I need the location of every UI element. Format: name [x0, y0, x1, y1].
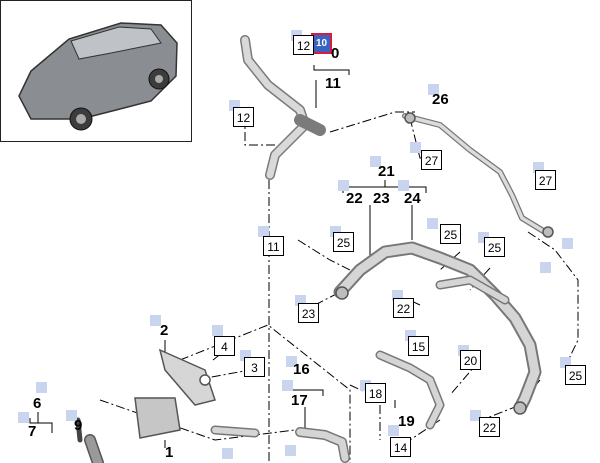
marker — [36, 382, 47, 393]
callout-number-9[interactable]: 9 — [74, 417, 83, 434]
callout-box-25[interactable]: 25 — [440, 224, 461, 244]
marker — [392, 290, 403, 301]
callout-box-12[interactable]: 12 — [233, 107, 254, 127]
hose-parts — [75, 35, 548, 463]
callout-number-16[interactable]: 16 — [293, 361, 310, 378]
marker — [560, 357, 571, 368]
marker — [212, 325, 223, 336]
marker — [285, 445, 296, 456]
callout-box-25[interactable]: 25 — [565, 365, 586, 385]
marker — [258, 226, 269, 237]
marker — [330, 226, 341, 237]
module-part — [134, 112, 554, 439]
marker — [150, 315, 161, 326]
callout-number-7[interactable]: 7 — [28, 423, 37, 440]
callout-number-23[interactable]: 23 — [373, 190, 390, 207]
callout-box-25[interactable]: 25 — [484, 237, 505, 257]
marker — [428, 84, 439, 95]
marker — [222, 448, 233, 459]
marker — [229, 100, 240, 111]
callout-box-15[interactable]: 15 — [408, 336, 429, 356]
callout-box-25[interactable]: 25 — [333, 232, 354, 252]
callout-number-26[interactable]: 26 — [432, 91, 449, 108]
marker — [540, 262, 551, 273]
marker — [282, 380, 293, 391]
callout-number-24[interactable]: 24 — [404, 190, 421, 207]
vehicle-inset — [0, 0, 192, 142]
marker — [470, 410, 481, 421]
marker — [388, 425, 399, 436]
marker — [427, 218, 438, 229]
marker — [66, 410, 77, 421]
marker — [18, 412, 29, 423]
callout-box-18[interactable]: 18 — [365, 383, 386, 403]
callout-box-3[interactable]: 3 — [244, 357, 265, 377]
callout-number-19[interactable]: 19 — [398, 413, 415, 430]
callout-number-11[interactable]: 11 — [325, 75, 341, 92]
callout-number-2[interactable]: 2 — [160, 322, 169, 339]
callout-box-4[interactable]: 4 — [214, 336, 235, 356]
callout-box-11[interactable]: 11 — [263, 236, 284, 256]
callout-box-20[interactable]: 20 — [460, 350, 481, 370]
bracket-lines — [29, 65, 427, 448]
callout-box-22[interactable]: 22 — [479, 417, 500, 437]
marker — [405, 330, 416, 341]
marker — [240, 350, 251, 361]
marker — [478, 232, 489, 243]
callout-number-0[interactable]: 0 — [331, 45, 340, 62]
marker — [286, 356, 297, 367]
suv-illustration — [18, 22, 178, 131]
marker — [295, 295, 306, 306]
callout-number-22[interactable]: 22 — [346, 190, 363, 207]
callout-number-6[interactable]: 6 — [33, 395, 42, 412]
marker — [338, 180, 349, 191]
callout-highlighted[interactable]: 10 — [311, 33, 332, 54]
marker — [398, 180, 409, 191]
callout-box-14[interactable]: 14 — [390, 437, 411, 457]
callout-box-27[interactable]: 27 — [421, 150, 442, 170]
marker — [370, 156, 381, 167]
callout-box-27[interactable]: 27 — [535, 170, 556, 190]
marker — [562, 238, 573, 249]
marker — [410, 142, 421, 153]
callout-number-21[interactable]: 21 — [378, 163, 395, 180]
callout-box-23[interactable]: 23 — [298, 303, 319, 323]
callout-number-17[interactable]: 17 — [291, 392, 308, 409]
marker — [533, 162, 544, 173]
callout-box-12[interactable]: 12 — [293, 35, 314, 55]
callout-box-22[interactable]: 22 — [393, 298, 414, 318]
callout-number-1[interactable]: 1 — [165, 444, 174, 461]
